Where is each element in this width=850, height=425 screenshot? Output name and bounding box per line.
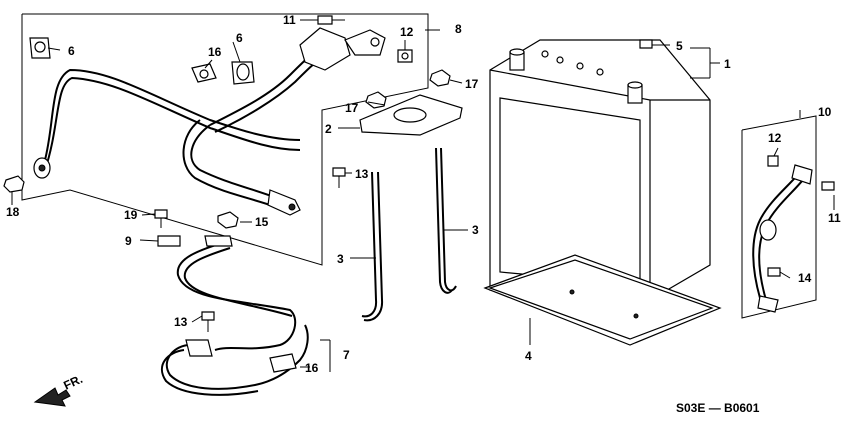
callout-13a: 13 (355, 167, 369, 181)
hold-down-bracket (359, 94, 463, 136)
callout-6b: 6 (236, 31, 243, 45)
battery-tray (483, 254, 722, 346)
callout-18: 18 (6, 205, 20, 219)
callout-16a: 16 (208, 45, 222, 59)
cable-assembly-8-outline (21, 13, 429, 266)
callout-12b: 12 (768, 131, 782, 145)
front-direction-arrow (33, 387, 71, 407)
callout-16b: 16 (305, 361, 319, 375)
negative-cable-box (741, 115, 835, 319)
callout-13b: 13 (174, 315, 188, 329)
battery (489, 39, 711, 301)
direction-label: FR. (61, 372, 84, 393)
callout-12a: 12 (400, 25, 414, 39)
callout-11a: 11 (283, 13, 296, 27)
callout-3b: 3 (472, 223, 479, 237)
callout-11b: 11 (828, 211, 841, 225)
cable-lug (267, 189, 301, 216)
j-bolts (361, 147, 457, 322)
leader-lines (11, 19, 835, 372)
callout-17a: 17 (465, 77, 479, 91)
vent-plug (639, 39, 653, 49)
callout-9: 9 (125, 234, 132, 248)
bolt-13-upper (332, 167, 346, 188)
cable-clips (191, 61, 255, 85)
cable-end-terminal (29, 37, 51, 179)
callout-14: 14 (798, 271, 812, 285)
bolts-lower (154, 209, 239, 332)
callout-4: 4 (525, 349, 532, 363)
callout-17b: 17 (345, 101, 359, 115)
diagram-code: S03E — B0601 (676, 401, 760, 415)
callout-6a: 6 (68, 44, 75, 58)
callout-8: 8 (455, 22, 462, 36)
terminal-cover (299, 27, 386, 71)
ground-cable (157, 235, 309, 396)
callout-1: 1 (724, 57, 731, 71)
callout-7: 7 (343, 348, 350, 362)
fasteners-top (317, 15, 413, 63)
positive-cable (44, 47, 326, 213)
callout-19: 19 (124, 208, 138, 222)
nut-18 (3, 175, 25, 193)
callout-10: 10 (818, 105, 832, 119)
callout-2: 2 (325, 122, 332, 136)
callout-3a: 3 (337, 252, 344, 266)
callout-15: 15 (255, 215, 269, 229)
callout-5: 5 (676, 39, 683, 53)
